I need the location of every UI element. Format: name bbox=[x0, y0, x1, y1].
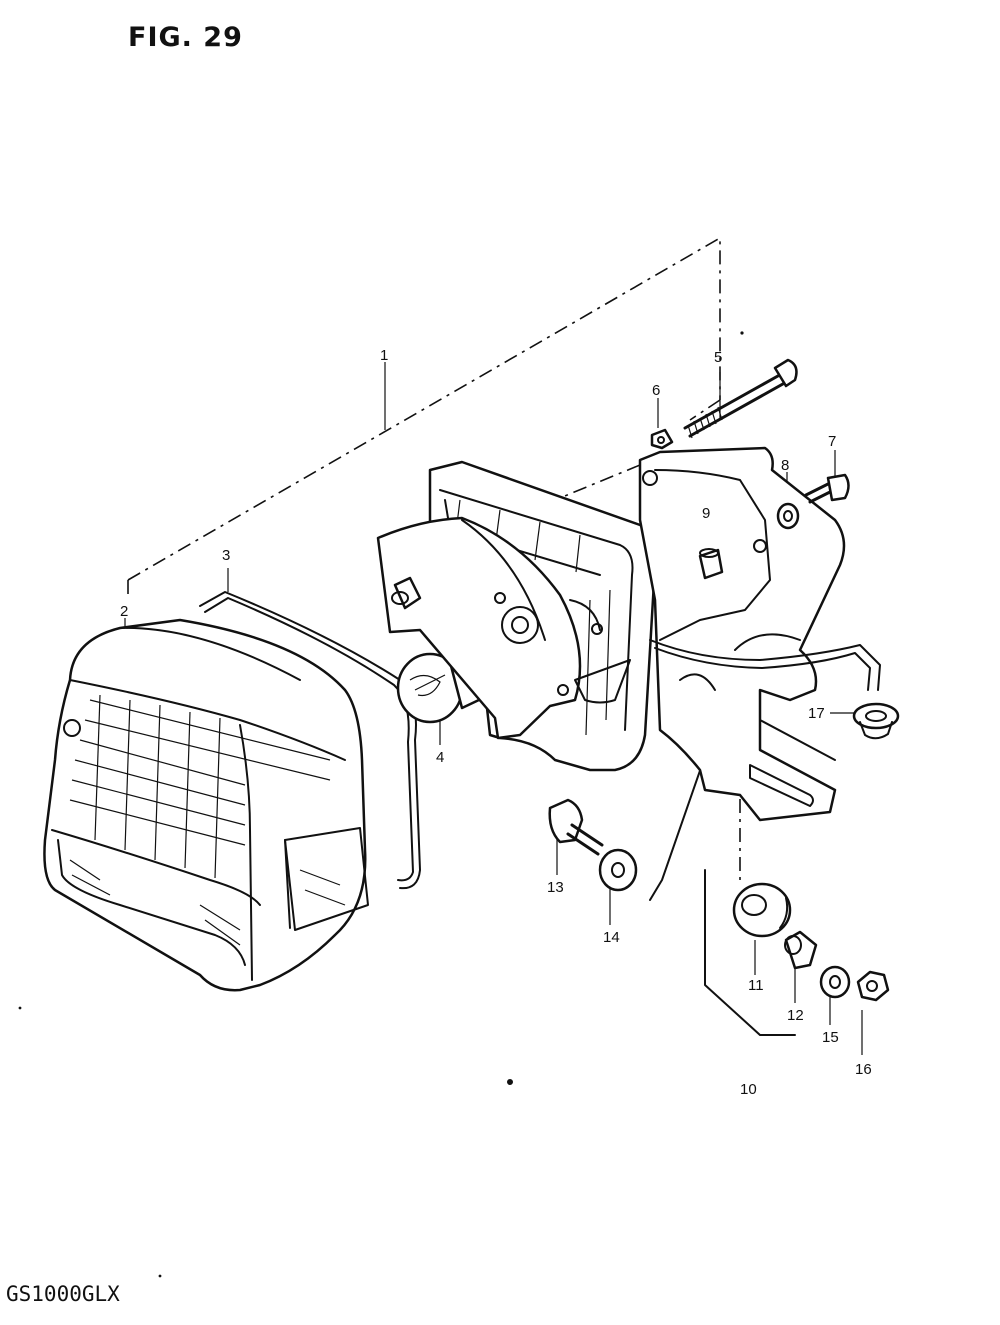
model-code: GS1000GLX bbox=[6, 1282, 120, 1306]
scan-marks bbox=[18, 331, 744, 1278]
callout-10: 10 bbox=[740, 1081, 757, 1098]
callout-16: 16 bbox=[855, 1061, 872, 1078]
collar-12 bbox=[784, 930, 818, 970]
wire-harness bbox=[649, 639, 881, 691]
callout-12: 12 bbox=[787, 1007, 804, 1024]
figure-title: FIG. 29 bbox=[128, 22, 243, 53]
callout-15: 15 bbox=[822, 1029, 839, 1046]
callout-14: 14 bbox=[603, 929, 620, 946]
lens-housing bbox=[43, 618, 369, 992]
washer-8 bbox=[776, 502, 800, 530]
callout-17: 17 bbox=[808, 705, 825, 722]
cushion-11 bbox=[732, 882, 792, 938]
callout-2: 2 bbox=[120, 603, 128, 620]
screw-7 bbox=[804, 473, 850, 504]
spacer-9 bbox=[698, 548, 724, 580]
bolt-13 bbox=[548, 798, 604, 856]
callout-8: 8 bbox=[781, 457, 789, 474]
washer-15 bbox=[819, 965, 851, 999]
callout-6: 6 bbox=[652, 382, 660, 399]
callout-9: 9 bbox=[702, 505, 710, 522]
callout-11: 11 bbox=[748, 977, 764, 994]
callout-4: 4 bbox=[436, 749, 444, 766]
long-bolt bbox=[683, 358, 798, 439]
grommet-17 bbox=[852, 702, 900, 740]
lamp-base bbox=[376, 460, 658, 772]
callout-1: 1 bbox=[380, 347, 388, 364]
callout-13: 13 bbox=[547, 879, 564, 896]
license-bracket bbox=[638, 446, 846, 822]
callout-3: 3 bbox=[222, 547, 230, 564]
callout-labels: 1 2 3 4 5 6 7 8 9 10 11 12 13 14 15 16 1… bbox=[120, 347, 872, 1098]
callout-5: 5 bbox=[714, 349, 722, 366]
washer-14 bbox=[598, 848, 638, 892]
washer-6 bbox=[650, 428, 674, 450]
nut-16 bbox=[856, 970, 890, 1002]
callout-7: 7 bbox=[828, 433, 836, 450]
